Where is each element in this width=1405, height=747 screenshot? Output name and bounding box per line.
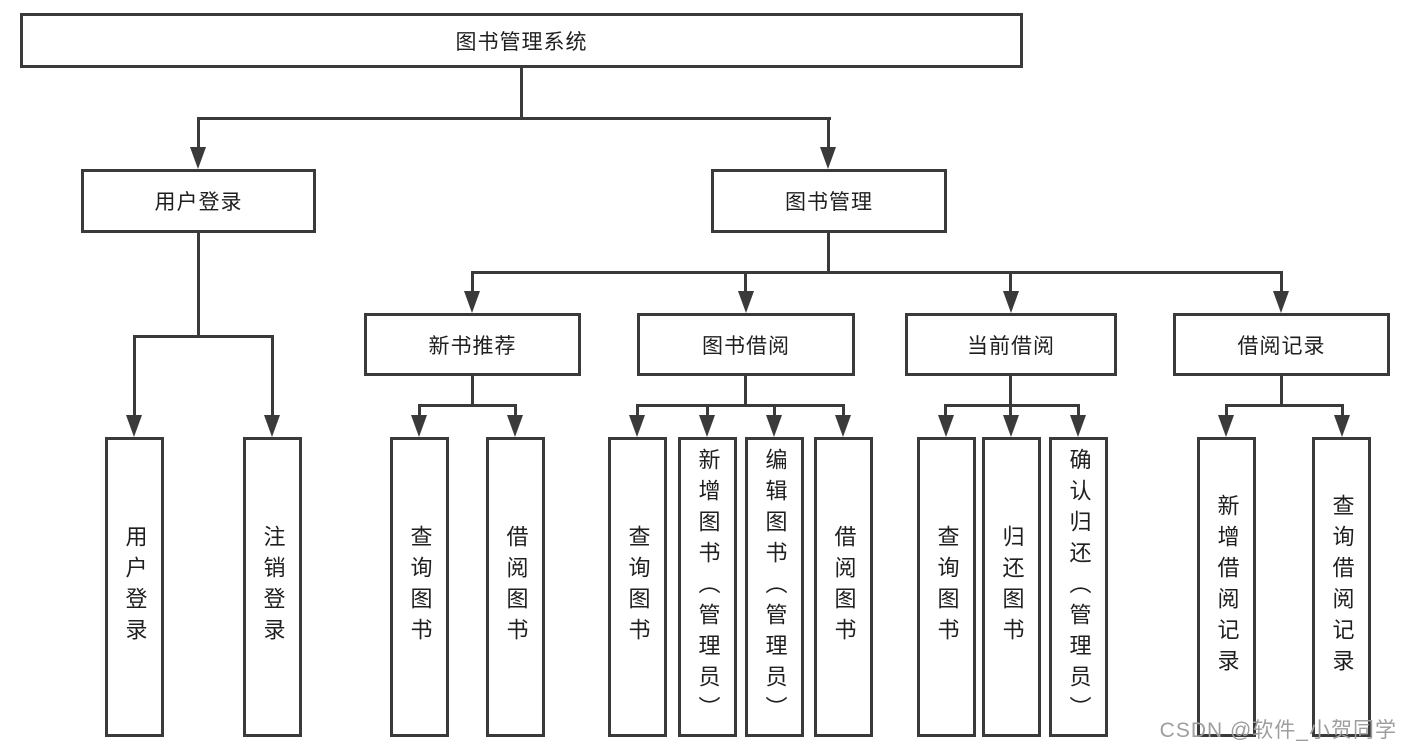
leaf-edit-book-admin-label: 编辑图书（管理员） <box>762 447 788 727</box>
leaf-current-query-book-label: 查询图书 <box>934 525 960 649</box>
connector-leaf-rail <box>418 404 517 407</box>
arrow-down-icon <box>766 415 782 437</box>
leaf-confirm-return-admin: 确认归还（管理员） <box>1049 437 1108 737</box>
node-borrowing-records: 借阅记录 <box>1173 313 1390 376</box>
leaf-query-borrow-record: 查询借阅记录 <box>1312 437 1371 737</box>
leaf-current-query-book: 查询图书 <box>917 437 976 737</box>
connector-leaf-rail <box>636 404 845 407</box>
arrow-down-icon <box>464 291 480 313</box>
connector-user-login-drop <box>197 117 200 149</box>
connector-leaf-drop <box>1077 404 1080 415</box>
leaf-return-book-label: 归还图书 <box>999 525 1025 649</box>
connector-user-login-stem <box>197 233 200 336</box>
arrow-down-icon <box>820 147 836 169</box>
leaf-edit-book-admin: 编辑图书（管理员） <box>745 437 804 737</box>
leaf-logout-label: 注销登录 <box>260 525 286 649</box>
leaf-borrowing-borrow-book: 借阅图书 <box>814 437 873 737</box>
arrow-down-icon <box>629 415 645 437</box>
connector-leaf-drop <box>944 404 947 415</box>
arrow-down-icon <box>264 415 280 437</box>
node-current-borrowing-label: 当前借阅 <box>967 334 1055 358</box>
leaf-recommend-query-book-label: 查询图书 <box>407 525 433 649</box>
node-new-book-recommend: 新书推荐 <box>364 313 581 376</box>
connector-section-stem <box>744 376 747 407</box>
connector-leaf-drop <box>706 404 709 415</box>
connector-leaf-rail <box>1225 404 1343 407</box>
node-book-borrowing: 图书借阅 <box>637 313 855 376</box>
arrow-down-icon <box>411 415 427 437</box>
leaf-user-login: 用户登录 <box>105 437 164 737</box>
watermark: CSDN @软件_小贺同学 <box>1159 719 1397 742</box>
node-new-book-recommend-label: 新书推荐 <box>428 334 517 358</box>
arrow-down-icon <box>1003 415 1019 437</box>
connector-leaf-rail <box>944 404 1080 407</box>
node-current-borrowing: 当前借阅 <box>905 313 1117 376</box>
connector-section-drop <box>471 271 474 291</box>
connector-section-stem <box>1009 376 1012 407</box>
node-borrowing-records-label: 借阅记录 <box>1237 334 1326 358</box>
arrow-down-icon <box>1334 415 1350 437</box>
connector-user-login-rail <box>133 335 274 338</box>
leaf-recommend-borrow-book-label: 借阅图书 <box>503 525 529 649</box>
arrow-down-icon <box>738 291 754 313</box>
connector-leaf-drop <box>636 404 639 415</box>
leaf-add-borrow-record: 新增借阅记录 <box>1197 437 1256 737</box>
arrow-down-icon <box>190 147 206 169</box>
leaf-borrowing-borrow-book-label: 借阅图书 <box>831 525 857 649</box>
leaf-recommend-query-book: 查询图书 <box>390 437 449 737</box>
leaf-add-borrow-record-label: 新增借阅记录 <box>1214 494 1240 680</box>
connector-leaf-drop <box>842 404 845 415</box>
connector-leaf-drop <box>133 335 136 415</box>
arrow-down-icon <box>1273 291 1289 313</box>
leaf-return-book: 归还图书 <box>982 437 1041 737</box>
leaf-logout: 注销登录 <box>243 437 302 737</box>
connector-section-drop <box>744 271 747 291</box>
connector-leaf-drop <box>418 404 421 415</box>
connector-level3-rail <box>471 271 1282 274</box>
connector-section-stem <box>471 376 474 407</box>
connector-leaf-drop <box>1225 404 1228 415</box>
connector-section-drop <box>1009 271 1012 291</box>
connector-leaf-drop <box>514 404 517 415</box>
leaf-confirm-return-admin-label: 确认归还（管理员） <box>1066 447 1092 727</box>
leaf-borrowing-query-book-label: 查询图书 <box>625 525 651 649</box>
leaf-user-login-label: 用户登录 <box>122 525 148 649</box>
connector-level2-rail <box>197 117 831 120</box>
arrow-down-icon <box>507 415 523 437</box>
leaf-query-borrow-record-label: 查询借阅记录 <box>1329 494 1355 680</box>
leaf-recommend-borrow-book: 借阅图书 <box>486 437 545 737</box>
connector-leaf-drop <box>1009 404 1012 415</box>
arrow-down-icon <box>938 415 954 437</box>
connector-leaf-drop <box>773 404 776 415</box>
leaf-add-book-admin-label: 新增图书（管理员） <box>695 447 721 727</box>
leaf-borrowing-query-book: 查询图书 <box>608 437 667 737</box>
node-book-management-label: 图书管理 <box>785 191 873 214</box>
node-book-borrowing-label: 图书借阅 <box>702 334 790 358</box>
connector-book-management-stem <box>827 233 830 272</box>
arrow-down-icon <box>1003 291 1019 313</box>
node-user-login: 用户登录 <box>81 169 316 233</box>
arrow-down-icon <box>835 415 851 437</box>
connector-section-drop <box>1280 271 1283 291</box>
node-user-login-label: 用户登录 <box>154 191 243 214</box>
arrow-down-icon <box>699 415 715 437</box>
arrow-down-icon <box>1070 415 1086 437</box>
connector-leaf-drop <box>1341 404 1344 415</box>
leaf-add-book-admin: 新增图书（管理员） <box>678 437 737 737</box>
arrow-down-icon <box>126 415 142 437</box>
connector-leaf-drop <box>271 335 274 415</box>
connector-section-stem <box>1280 376 1283 407</box>
arrow-down-icon <box>1218 415 1234 437</box>
connector-root-stem <box>520 68 523 118</box>
node-book-management: 图书管理 <box>711 169 947 233</box>
node-root-system: 图书管理系统 <box>20 13 1023 68</box>
node-root-label: 图书管理系统 <box>455 30 588 54</box>
connector-book-management-drop <box>827 117 830 149</box>
